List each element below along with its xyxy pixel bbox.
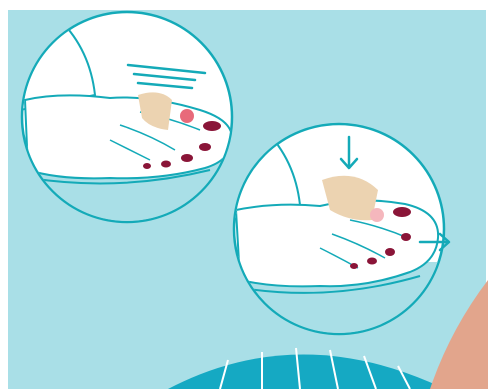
panel-1-pain-dot [180,109,194,123]
panel-2-pain-dot [370,208,384,222]
